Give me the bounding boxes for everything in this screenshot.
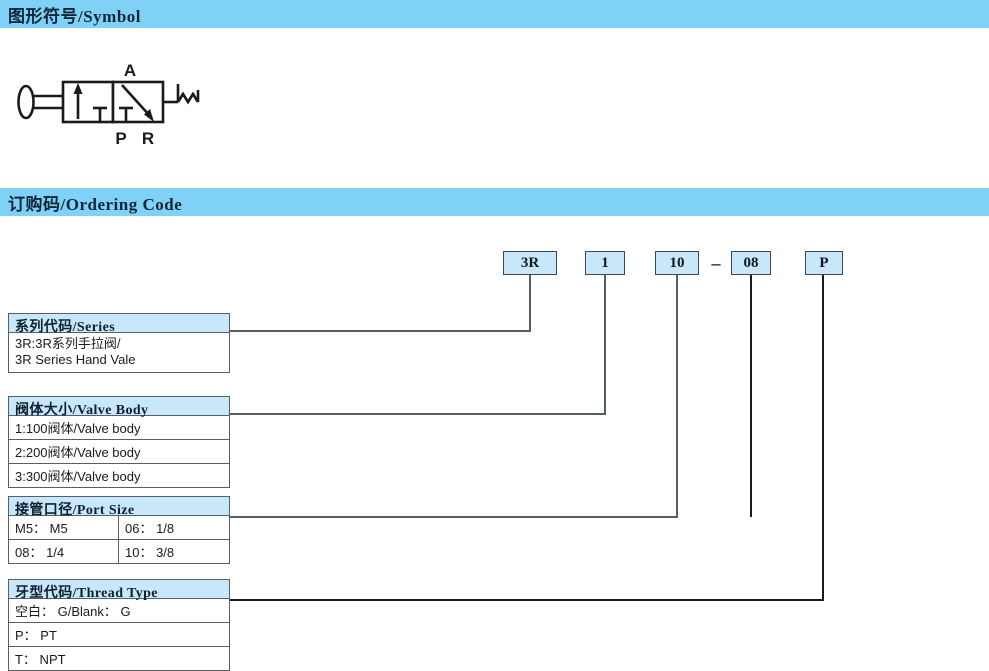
code-separator-dash: – bbox=[711, 252, 721, 273]
spec-table-port-size: 接管口径/Port Size M5： M5 06： 1/8 08： 1/4 10… bbox=[8, 496, 230, 564]
spec-row-valve-body-0: 1:100阀体/Valve body bbox=[9, 416, 229, 440]
spec-cell-port-size-0-right: 06： 1/8 bbox=[125, 521, 175, 536]
spec-row-port-size-1: 08： 1/4 10： 3/8 bbox=[9, 540, 229, 563]
code-box-valve-body[interactable]: 1 bbox=[585, 251, 625, 275]
spec-table-valve-body-header: 阀体大小/Valve Body bbox=[9, 397, 229, 418]
spec-row-port-size-0: M5： M5 06： 1/8 bbox=[9, 516, 229, 540]
spec-cell-port-size-1-left: 08： 1/4 bbox=[9, 540, 119, 563]
symbol-port-label-r: R bbox=[142, 129, 154, 148]
spec-table-series: 系列代码/Series 3R:3R系列手拉阀/3R Series Hand Va… bbox=[8, 313, 230, 373]
leader-line-valve-body bbox=[230, 275, 606, 415]
code-box-thread-type[interactable]: P bbox=[805, 251, 843, 275]
spec-cell-port-size-0-left: M5： M5 bbox=[9, 516, 119, 539]
code-box-series[interactable]: 3R bbox=[503, 251, 557, 275]
spec-table-thread-type: 牙型代码/Thread Type 空白： G/Blank： G P： PT T：… bbox=[8, 579, 230, 671]
leader-line-series bbox=[230, 275, 531, 332]
spec-table-valve-body: 阀体大小/Valve Body 1:100阀体/Valve body 2:200… bbox=[8, 396, 230, 488]
leader-line-suffix bbox=[230, 275, 824, 601]
spec-table-thread-type-header: 牙型代码/Thread Type bbox=[9, 580, 229, 601]
spec-row-thread-type-1: P： PT bbox=[9, 623, 229, 647]
spec-cell-port-size-1-right: 10： 3/8 bbox=[125, 545, 175, 560]
pull-knob-icon bbox=[17, 84, 35, 120]
symbol-port-label-p: P bbox=[115, 129, 126, 148]
section-title-ordering-code: 订购码/Ordering Code bbox=[8, 194, 183, 214]
section-header-symbol: 图形符号/Symbol bbox=[0, 0, 989, 28]
spec-row-series-0: 3R:3R系列手拉阀/3R Series Hand Vale bbox=[9, 333, 229, 372]
code-box-thread-size[interactable]: 08 bbox=[731, 251, 771, 275]
spec-row-thread-type-2: T： NPT bbox=[15, 652, 66, 667]
symbol-port-label-a: A bbox=[124, 61, 136, 80]
spec-table-port-size-header: 接管口径/Port Size bbox=[9, 497, 229, 518]
spec-row-valve-body-1: 2:200阀体/Valve body bbox=[9, 440, 229, 464]
spec-row-valve-body-2: 3:300阀体/Valve body bbox=[15, 469, 141, 484]
section-header-ordering-code: 订购码/Ordering Code bbox=[0, 188, 989, 216]
spec-table-series-header: 系列代码/Series bbox=[9, 314, 229, 335]
section-title-symbol: 图形符号/Symbol bbox=[8, 6, 142, 26]
code-box-port-size[interactable]: 10 bbox=[655, 251, 699, 275]
spec-row-thread-type-0: 空白： G/Blank： G bbox=[9, 599, 229, 623]
spec-row-series-0-line1: 3R:3R系列手拉阀/3R Series Hand Vale bbox=[15, 336, 136, 367]
leader-line-port-size bbox=[230, 275, 678, 518]
valve-symbol-diagram: A P R bbox=[17, 61, 200, 148]
